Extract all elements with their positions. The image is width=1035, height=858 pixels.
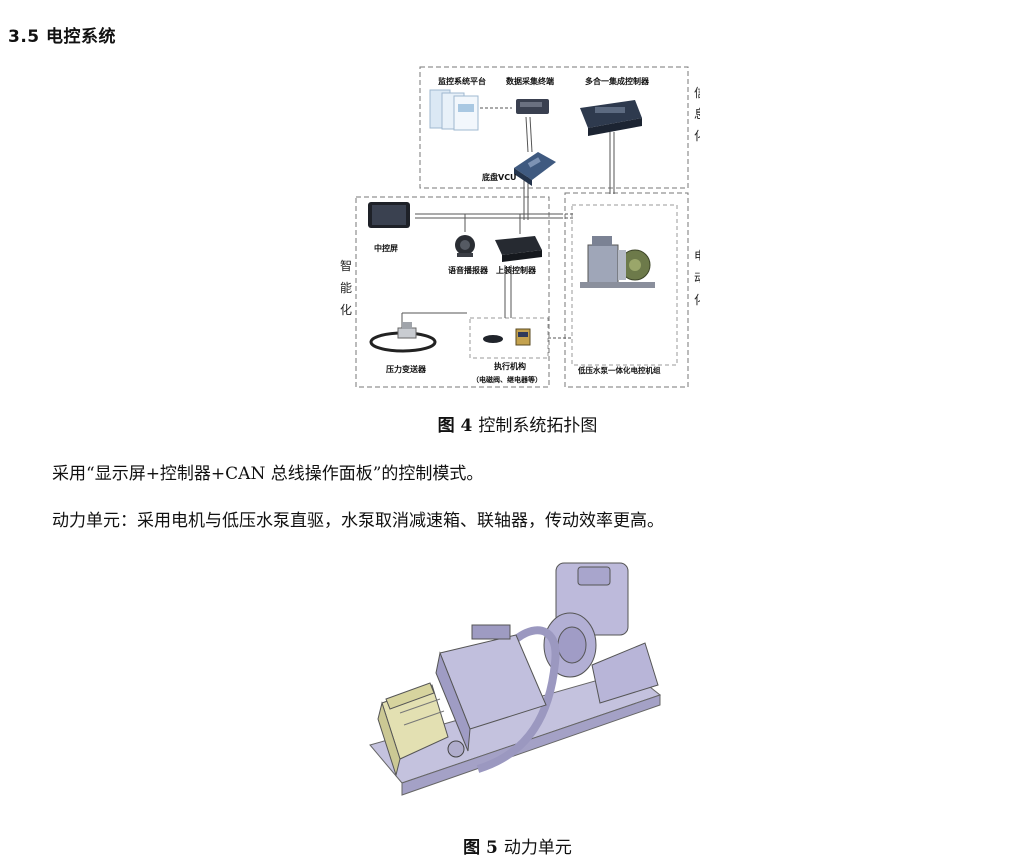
smart-label-3: 化 [340,303,352,317]
pump-unit-icon [580,236,655,288]
data-terminal-icon [516,99,549,114]
chassis-vcu-icon [514,152,556,186]
paragraph-power-unit: 动力单元：采用电机与低压水泵直驱，水泵取消减速箱、联轴器，传动效率更高。 [52,511,664,531]
data-terminal-label: 数据采集终端 [506,76,554,86]
info-label-2: 息 [694,106,700,121]
integrated-controller-label: 多合一集成控制器 [585,76,650,86]
electric-label-2: 动 [694,271,700,285]
actuator-icon [483,328,531,346]
smart-label-1: 智 [340,258,352,273]
electric-label-3: 化 [694,293,700,307]
voice-announcer-label: 语音播报器 [448,265,489,275]
upper-controller-label: 上装控制器 [496,265,537,275]
smart-label-2: 能 [340,281,352,295]
actuator-label: 执行机构 [494,361,526,371]
voice-announcer-icon [455,235,475,257]
pump-body [543,562,659,704]
info-group-box [419,66,689,189]
connection-lines [401,107,615,339]
power-unit-render [369,562,662,796]
monitor-platform-label: 监控系统平台 [438,76,486,86]
connecting-pipe [476,626,560,773]
electric-label-1: 电 [694,249,700,263]
chassis-vcu-label: 底盘VCU [481,172,517,182]
paragraph-control-mode: 采用“显示屏+控制器+CAN 总线操作面板”的控制模式。 [52,464,484,484]
section-heading: 3.5 电控系统 [8,27,117,47]
upper-controller-icon [495,236,542,262]
monitor-platform-icon [429,89,479,131]
actuator-box [469,317,549,359]
figure4-number: 图 4 [437,416,473,436]
control-topology-diagram: 信 息 化 智 能 化 电 动 化 监控系统平台 数据采集终 [340,66,700,388]
info-label-3: 化 [694,129,700,143]
motor-controller-box [377,682,465,777]
electric-group-box [564,192,689,388]
pressure-transmitter-icon [369,322,437,353]
smart-group-box [355,196,550,388]
motor-body [435,624,547,752]
center-screen-icon [368,202,410,228]
figure5-number: 图 5 [463,838,498,858]
actuator-note: （电磁阀、继电器等） [472,375,542,384]
electric-inner-box [571,204,678,366]
info-label-1: 信 [694,86,700,100]
pressure-transmitter-label: 压力变送器 [386,364,427,374]
integrated-controller-icon [580,100,642,136]
center-screen-label: 中控屏 [374,243,398,253]
figure5-title: 动力单元 [503,838,572,858]
figure4-title: 控制系统拓扑图 [478,416,598,436]
pump-unit-label: 低压水泵一体化电控机组 [577,365,661,375]
